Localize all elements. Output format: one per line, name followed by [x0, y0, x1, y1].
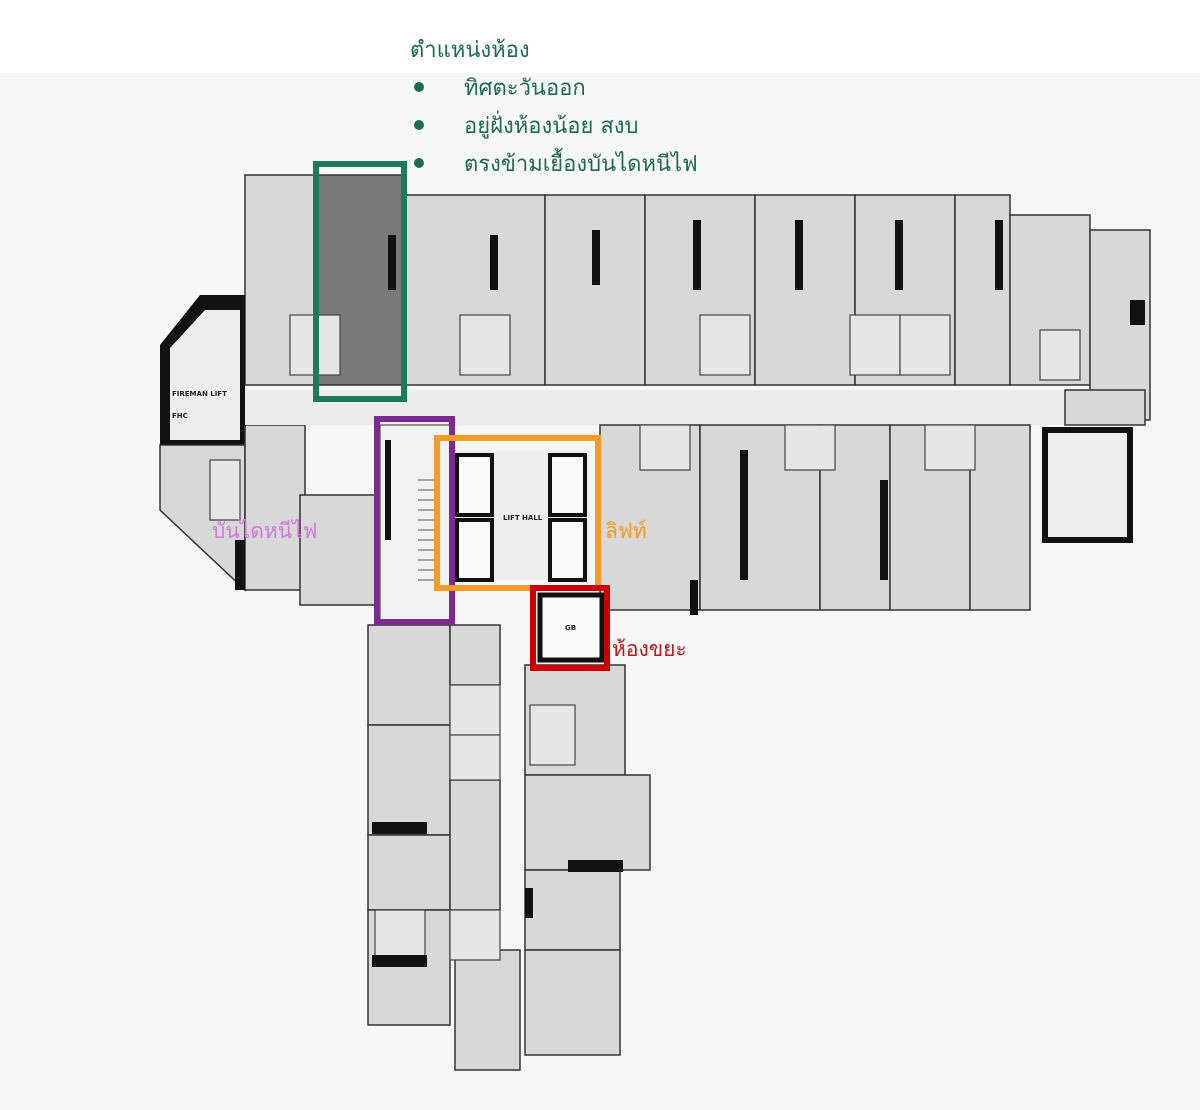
bullet-icon [414, 158, 424, 168]
east-south-units [599, 389, 1146, 615]
bullet-icon [414, 120, 424, 130]
info-bullets: ทิศตะวันออก อยู่ฝั่งห้องน้อย สงบ ตรงข้าม… [410, 68, 698, 182]
corridor [245, 390, 1065, 425]
info-bullet: อยู่ฝั่งห้องน้อย สงบ [410, 106, 698, 144]
gb-text: GB [565, 624, 576, 632]
bullet-text: ทิศตะวันออก [464, 75, 586, 101]
lift-label: ลิฟท์ [605, 519, 647, 543]
info-bullet: ทิศตะวันออก [410, 68, 698, 106]
west-wedge: FIREMAN LIFT FHC [159, 295, 376, 606]
south-units [367, 624, 651, 1071]
unit-highlight-box [313, 161, 407, 402]
fireman-lift-text: FIREMAN LIFT [172, 390, 227, 398]
lift-highlight-box [434, 435, 601, 591]
bullet-text: ตรงข้ามเยื้องบันไดหนีไฟ [464, 151, 698, 177]
bullet-icon [414, 82, 424, 92]
lift-hall-text: LIFT HALL [503, 514, 543, 522]
fhc-text: FHC [172, 412, 188, 420]
garbage-room-label: ห้องขยะ [612, 637, 687, 661]
garbage-room-highlight-box [530, 585, 610, 671]
info-heading: ตำแหน่งห้อง [410, 38, 530, 63]
bullet-text: อยู่ฝั่งห้องน้อย สงบ [464, 113, 639, 139]
info-bullet: ตรงข้ามเยื้องบันไดหนีไฟ [410, 144, 698, 182]
fire-stairs-label: บันไดหนีไฟ [212, 519, 318, 543]
north-units [244, 174, 1151, 421]
fire-stairs-highlight-box [374, 416, 455, 625]
